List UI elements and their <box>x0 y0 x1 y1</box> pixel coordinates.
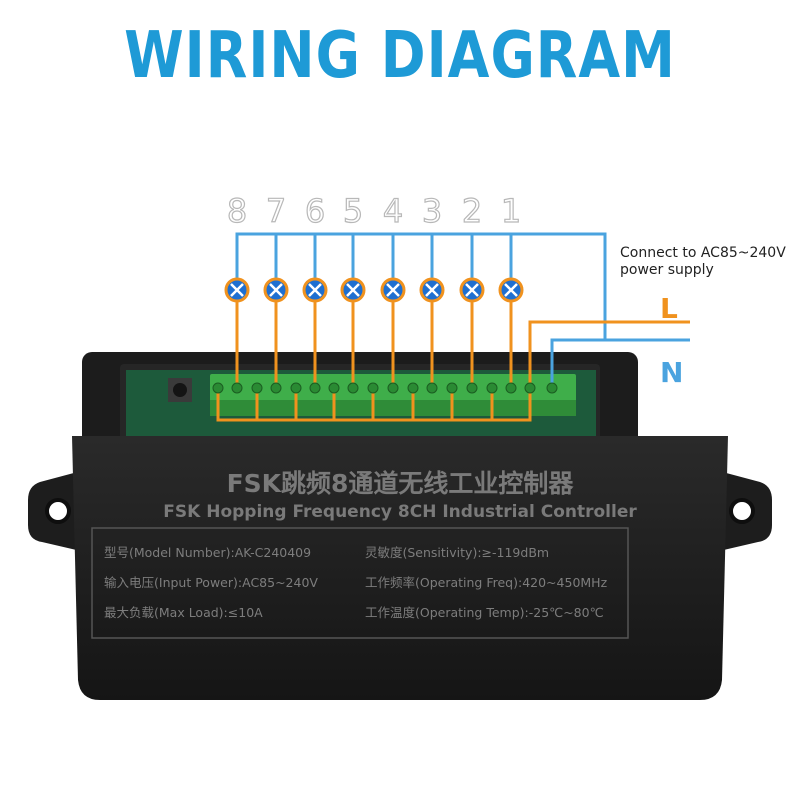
load-lamp-4-icon <box>380 277 406 303</box>
channel-number-2: 2 <box>462 192 482 230</box>
channel-number-4: 4 <box>383 192 403 230</box>
terminal-screws <box>212 382 558 394</box>
device-name-en: FSK Hopping Frequency 8CH Industrial Con… <box>163 502 637 522</box>
power-note-line-1: Connect to AC85~240V <box>620 245 786 261</box>
channel-number-3: 3 <box>422 192 442 230</box>
load-lamp-3-icon <box>419 277 445 303</box>
pcb-button <box>173 383 187 397</box>
channel-number-8: 8 <box>227 192 247 230</box>
load-lamp-2-icon <box>459 277 485 303</box>
page-title: WIRING DIAGRAM <box>124 18 676 93</box>
load-lamp-5-icon <box>340 277 366 303</box>
spec-model: 型号(Model Number):AK-C240409 <box>104 545 311 560</box>
power-note-line-2: power supply <box>620 262 714 278</box>
spec-label-frame <box>91 527 629 639</box>
live-label: L <box>660 292 678 325</box>
spec-operating-freq: 工作频率(Operating Freq):420~450MHz <box>365 575 608 590</box>
housing-main <box>72 436 728 700</box>
channel-number-6: 6 <box>305 192 325 230</box>
neutral-wire <box>235 232 607 388</box>
spec-input-power: 输入电压(Input Power):AC85~240V <box>104 575 318 590</box>
channel-number-1: 1 <box>501 192 521 230</box>
spec-sensitivity: 灵敏度(Sensitivity):≥-119dBm <box>365 545 549 560</box>
load-lamp-1-icon <box>498 277 524 303</box>
load-lamp-6-icon <box>302 277 328 303</box>
load-lamp-8-icon <box>224 277 250 303</box>
spec-max-load: 最大负载(Max Load):≤10A <box>104 605 263 620</box>
live-wire-bus <box>216 320 690 422</box>
live-wire-drops <box>235 290 513 420</box>
mounting-hole-left <box>45 498 71 524</box>
channel-number-5: 5 <box>343 192 363 230</box>
terminal-block-base <box>210 400 576 416</box>
mounting-hole-right <box>729 498 755 524</box>
spec-operating-temp: 工作温度(Operating Temp):-25℃~80℃ <box>365 605 604 620</box>
channel-number-7: 7 <box>266 192 286 230</box>
neutral-label: N <box>660 356 683 389</box>
device-name-cn: FSK跳频8通道无线工业控制器 <box>227 469 575 498</box>
load-lamp-7-icon <box>263 277 289 303</box>
